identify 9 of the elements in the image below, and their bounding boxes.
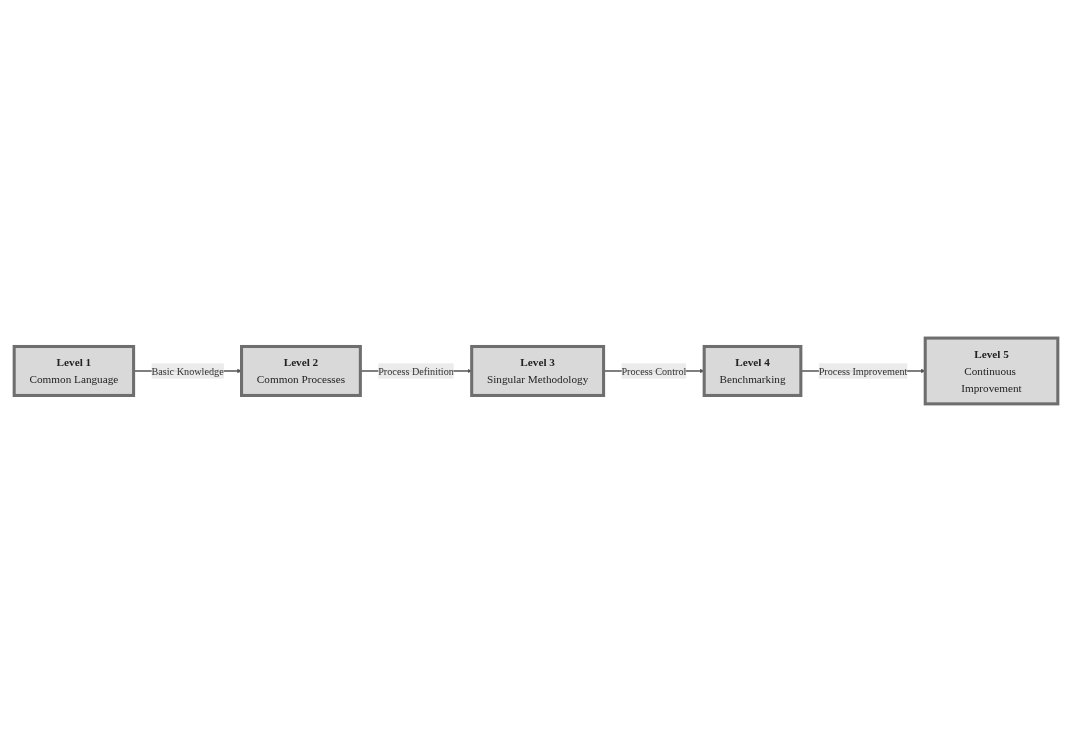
node-box: Level 1 Common Language <box>12 345 136 397</box>
edge-label: Basic Knowledge <box>151 365 224 377</box>
edge-label: Process Improvement <box>818 365 908 377</box>
node-box: Level 4 Benchmarking <box>702 345 803 397</box>
node-box: Level 3 Singular Methodology <box>470 345 606 397</box>
edge-label: Process Control <box>621 365 687 377</box>
node-box: Level 5 Continuous Improvement <box>923 336 1060 406</box>
edge-label: Process Definition <box>378 365 454 377</box>
node-box: Level 2 Common Processes <box>240 345 362 397</box>
